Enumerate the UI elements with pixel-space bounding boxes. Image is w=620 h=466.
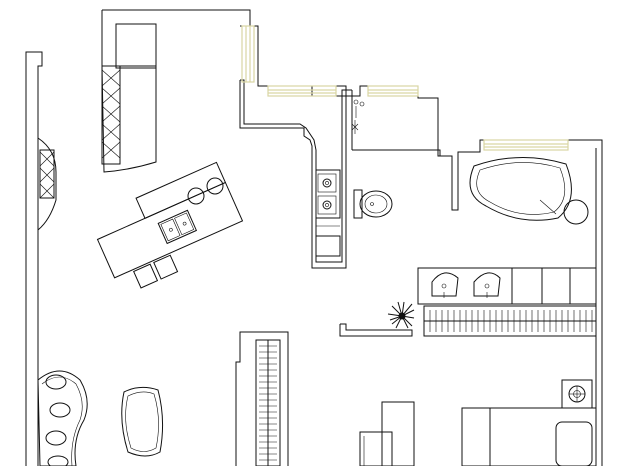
- top-window-wall: [250, 25, 268, 87]
- island-bar: [135, 161, 227, 219]
- bathtub: [469, 157, 589, 225]
- closet-rail-vertical: [255, 339, 281, 466]
- bed: [461, 379, 597, 466]
- plant-icon: [387, 301, 415, 329]
- coffee-table: [121, 386, 164, 457]
- burner-icon: [322, 200, 332, 210]
- cooktop: [315, 169, 341, 219]
- wardrobe-top: [101, 23, 157, 173]
- cushion-4: [47, 455, 69, 466]
- toilet-bowl: [359, 190, 393, 218]
- basin-2: [473, 272, 501, 297]
- island-counter: [96, 181, 244, 279]
- desk-chair: [359, 431, 393, 466]
- pillow: [555, 421, 593, 466]
- lower-central-wall: [235, 331, 289, 466]
- bar-stool-1: [133, 263, 159, 289]
- central-walls-inner: [240, 79, 352, 263]
- cushion-1: [45, 374, 67, 390]
- windows: [241, 25, 569, 151]
- island-sink: [157, 209, 198, 245]
- cushion-2: [49, 402, 71, 418]
- kitchen-cabinet: [315, 235, 341, 257]
- burner-icon: [322, 178, 332, 188]
- vanity-counter: [417, 267, 597, 305]
- window-bath-top: [483, 139, 569, 151]
- closet-rail-horizontal: [423, 305, 597, 337]
- wardrobe-upper-cabinet: [115, 23, 157, 69]
- wardrobe-shelves: [101, 65, 121, 165]
- window-kitchen-top: [267, 85, 337, 97]
- wc-fixture-icon: [351, 120, 359, 134]
- walls: [25, 9, 603, 466]
- wardrobe-lower-cabinet: [101, 65, 157, 173]
- bar-stool-round-2: [206, 177, 224, 195]
- wc: [351, 99, 393, 219]
- bath-partition: [352, 149, 441, 156]
- lounge-sofa: [37, 370, 88, 466]
- central-walls: [239, 80, 603, 466]
- vanity: [417, 267, 597, 305]
- toilet-tank: [353, 189, 363, 219]
- nightstand: [561, 379, 593, 409]
- basin-1: [431, 272, 459, 297]
- window-wc-top: [367, 85, 419, 97]
- left-wall-cabinet: [37, 137, 57, 231]
- closet-stub-wall: [339, 323, 413, 337]
- tub-outer: [469, 157, 572, 221]
- desk-top: [381, 401, 415, 466]
- window-top-vertical: [241, 25, 255, 83]
- cushion-3: [45, 430, 67, 446]
- bar-stool-round-1: [187, 187, 205, 205]
- bed-frame: [461, 407, 597, 466]
- bath-stool: [563, 199, 589, 225]
- bar-stool-2: [153, 254, 179, 280]
- sofa: [37, 370, 88, 466]
- kitchen-island: [96, 161, 244, 289]
- left-exterior-wall: [25, 51, 43, 466]
- desk: [359, 401, 415, 466]
- kitchen-counter: [315, 169, 341, 257]
